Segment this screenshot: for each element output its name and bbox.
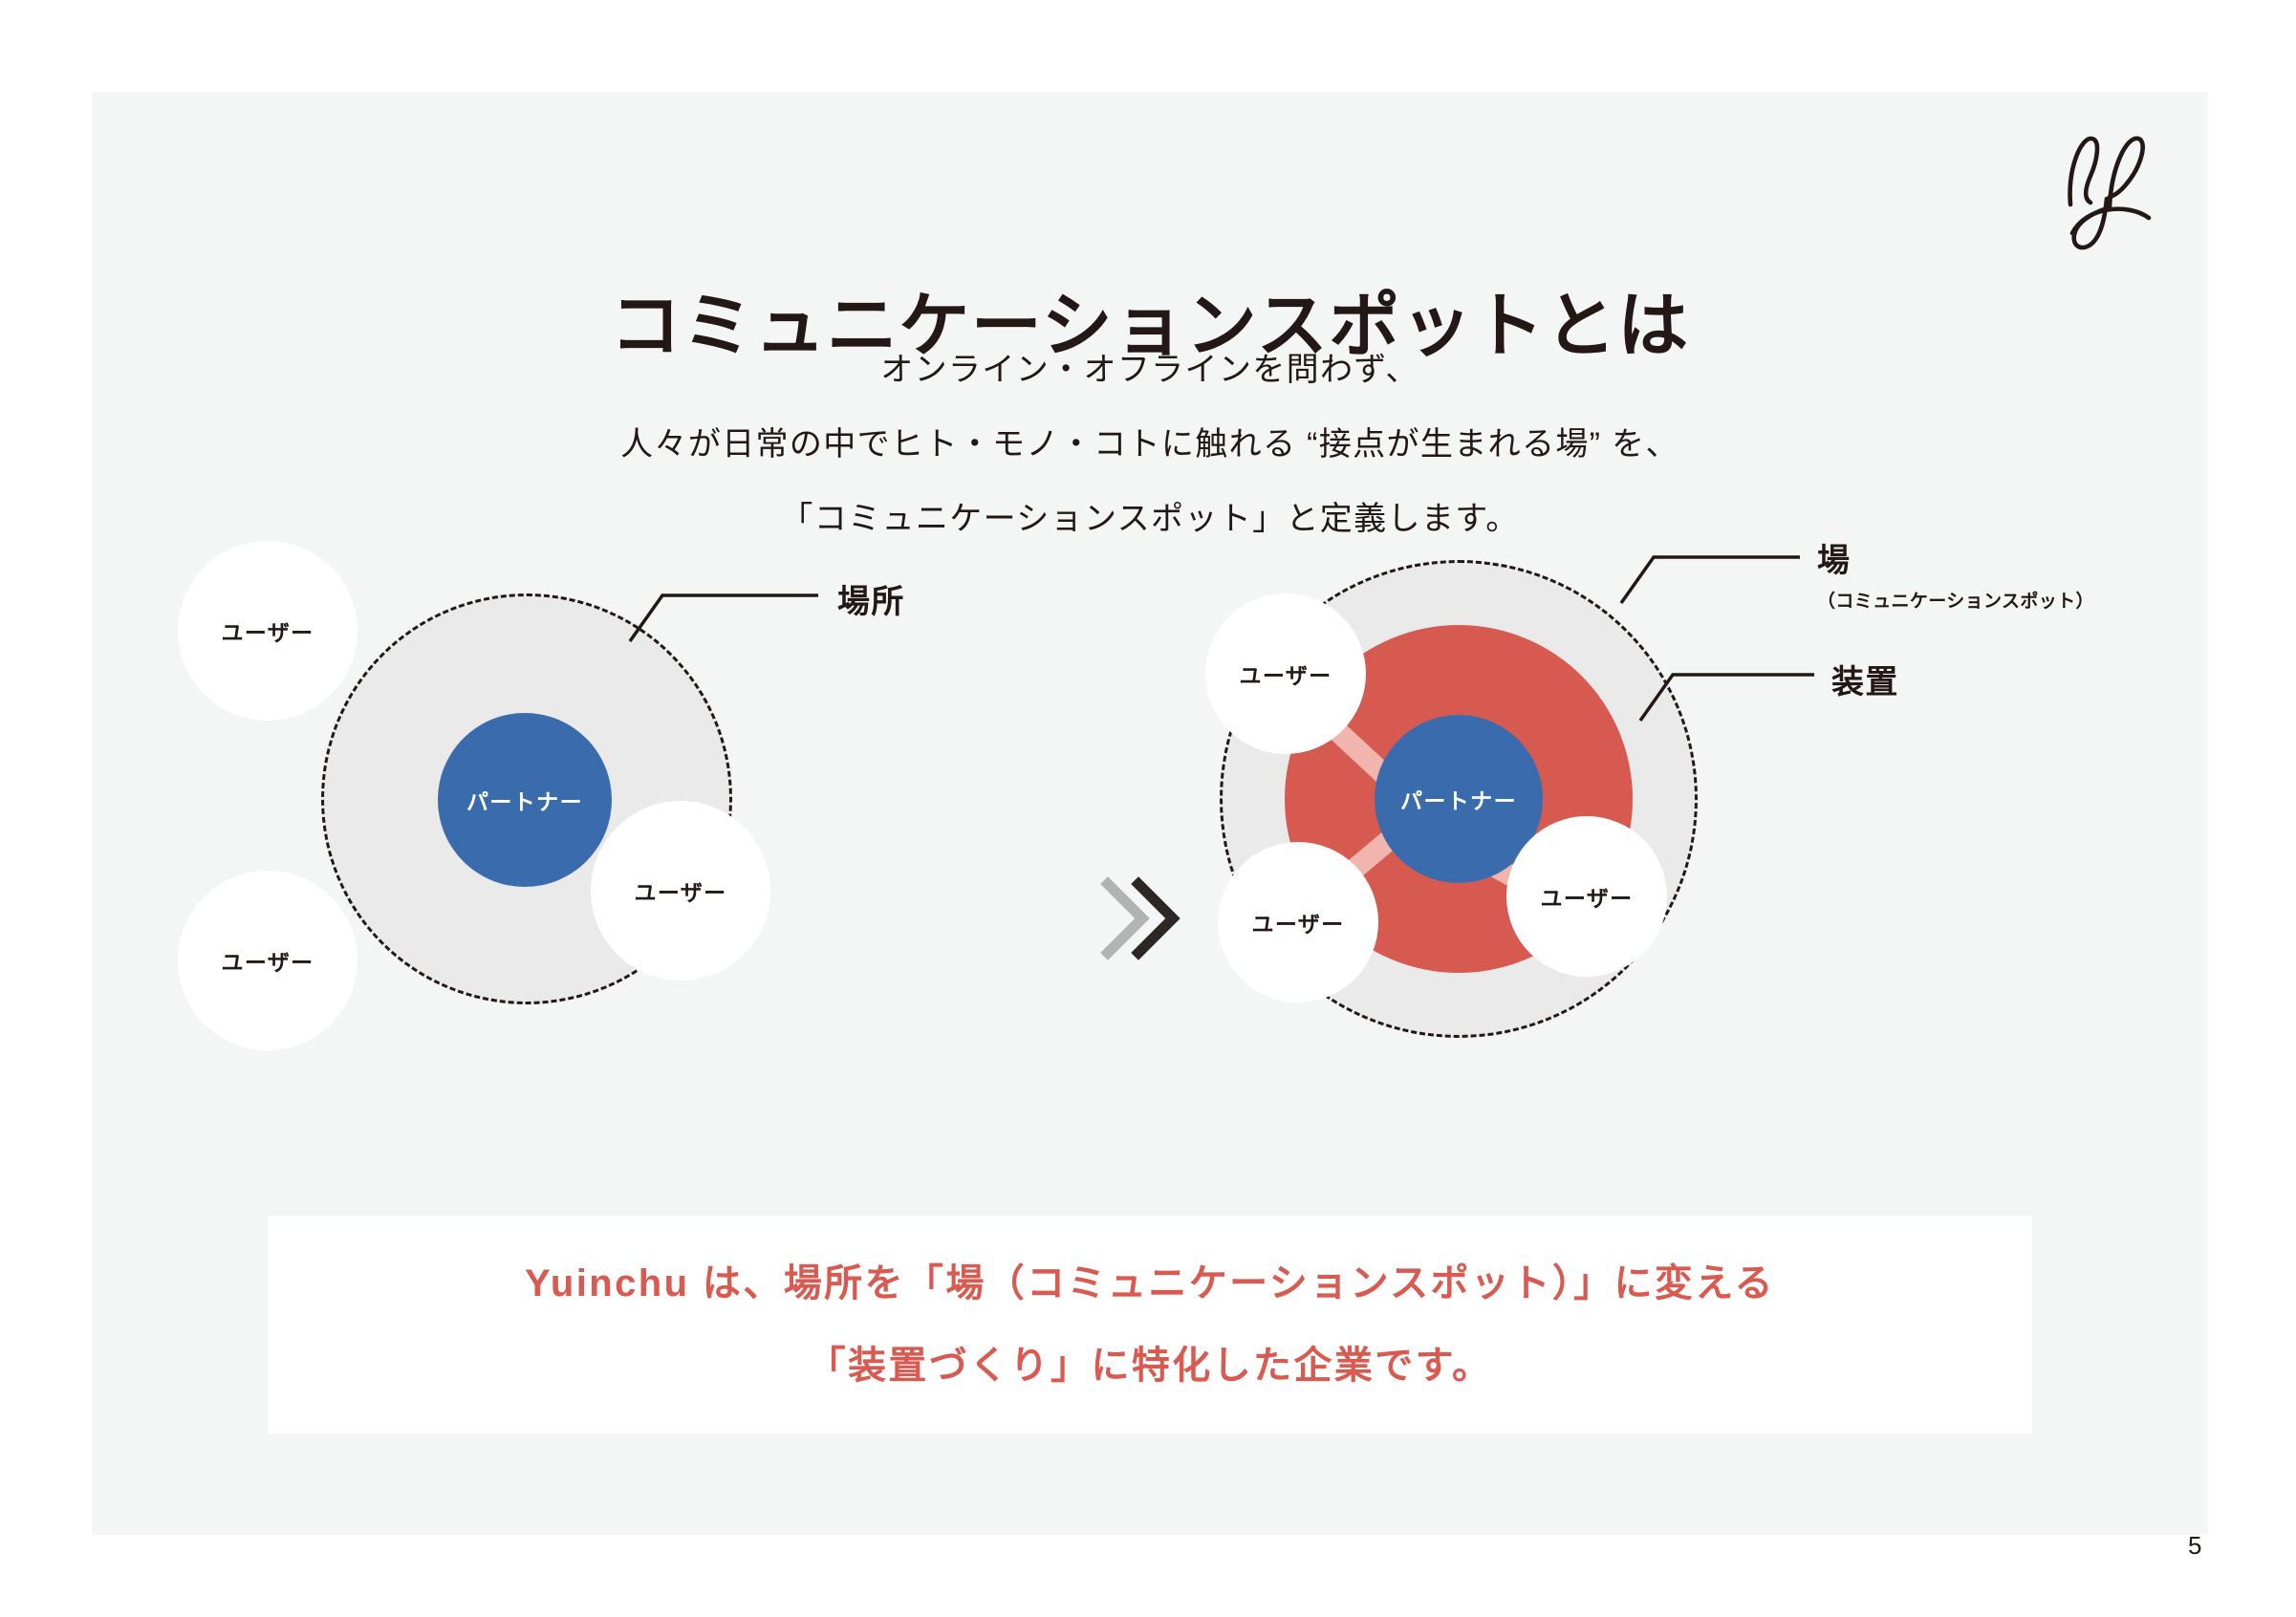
partner-label: パートナー	[1400, 788, 1517, 813]
partner-label: パートナー	[466, 789, 583, 814]
callout-device: 装置	[1831, 664, 1899, 701]
place-leader-line	[628, 593, 818, 643]
user-label: ユーザー	[634, 880, 727, 905]
place-dashed-ring	[321, 593, 732, 1004]
subtitle-block: オンライン・オフラインを問わず、 人々が日常の中でヒト・モノ・コトに触れる “接…	[92, 333, 2208, 556]
yuinchu-logo-icon	[2036, 111, 2179, 254]
callout-spot: 場 （コミュニケーションスポット）	[1817, 534, 2094, 613]
spot-leader-line	[1619, 555, 1800, 605]
page-number: 5	[2188, 1531, 2202, 1560]
summary-line-1: Yuinchu は、場所を「場（コミュニケーションスポット）」に変える	[525, 1262, 1775, 1304]
user-node-top-left: ユーザー	[178, 541, 357, 721]
user-label: ユーザー	[221, 620, 314, 645]
callout-spot-main: 場	[1817, 543, 1852, 579]
user-label: ユーザー	[221, 950, 314, 975]
callout-spot-sub: （コミュニケーションスポット）	[1817, 592, 2094, 612]
diagram-area: パートナー ユーザー ユーザー ユーザー 場所	[92, 541, 2208, 1200]
summary-line-2: 「装置づくり」に特化した企業です。	[807, 1345, 1493, 1387]
device-leader-line	[1638, 673, 1814, 722]
diagram-before: パートナー ユーザー ユーザー ユーザー 場所	[178, 541, 1019, 1200]
user-node-top-left: ユーザー	[1205, 593, 1366, 754]
spot-dashed-ring	[1220, 560, 1698, 1038]
summary-highlight-box: Yuinchu は、場所を「場（コミュニケーションスポット）」に変える 「装置づ…	[268, 1216, 2032, 1434]
user-node-bottom-right: ユーザー	[1506, 816, 1667, 977]
user-node-bottom-left: ユーザー	[1218, 842, 1378, 1003]
subtitle-line-2: 人々が日常の中でヒト・モノ・コトに触れる “接点が生まれる場” を、	[620, 426, 1679, 463]
user-label: ユーザー	[1540, 886, 1634, 911]
diagram-after: パートナー ユーザー ユーザー ユーザー 場 （コミュニケーションスポット）	[1191, 541, 2094, 1200]
user-label: ユーザー	[1251, 912, 1345, 937]
subtitle-line-1: オンライン・オフラインを問わず、	[880, 352, 1419, 388]
partner-node-after: パートナー	[1375, 715, 1543, 883]
user-node-bottom-left: ユーザー	[178, 871, 357, 1050]
callout-place: 場所	[837, 584, 905, 620]
subtitle-line-3: 「コミュニケーションスポット」と定義します。	[780, 501, 1520, 537]
user-label: ユーザー	[1239, 663, 1332, 688]
partner-node-before: パートナー	[438, 713, 612, 887]
page-title: コミュニケーションスポットとは	[610, 286, 1690, 365]
user-node-right: ユーザー	[591, 801, 770, 981]
slide-panel: コミュニケーションスポットとは オンライン・オフラインを問わず、 人々が日常の中…	[92, 92, 2208, 1535]
transition-arrow-icon	[1100, 871, 1186, 966]
